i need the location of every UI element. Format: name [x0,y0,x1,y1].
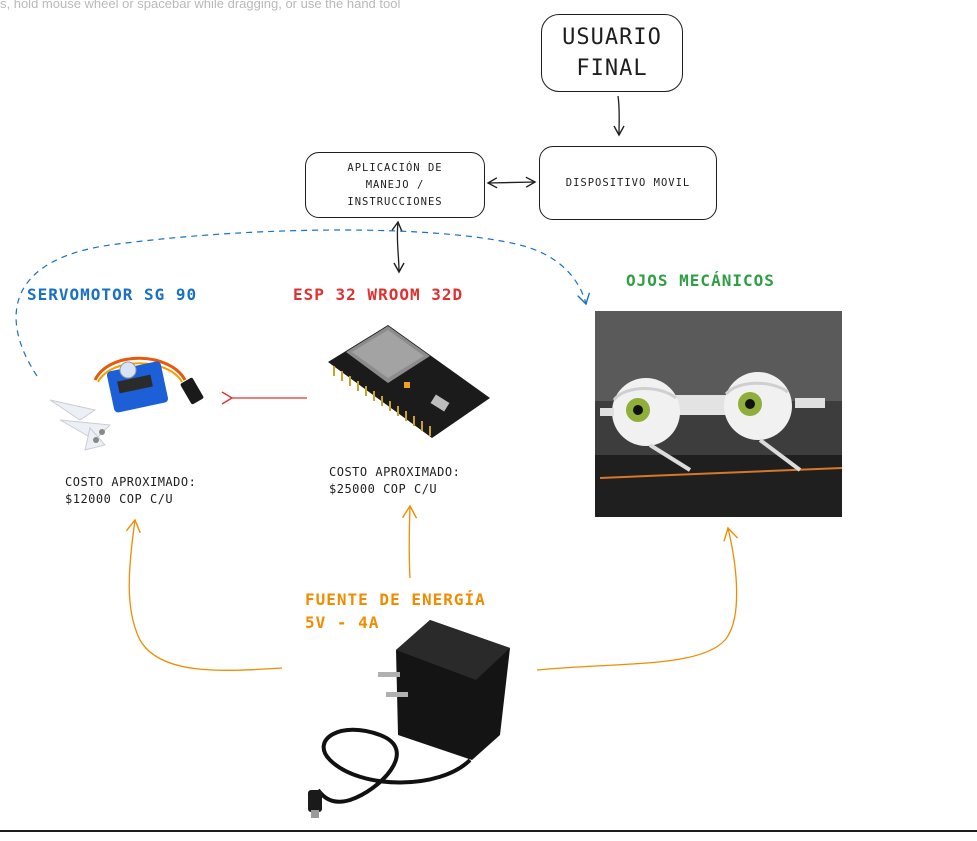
bottom-divider [0,830,977,832]
fuente-title-line2: 5V - 4A [305,613,380,632]
arrow-fuente-to-esp [401,504,418,579]
servo-title[interactable]: SERVOMOTOR SG 90 [27,285,198,304]
esp32-board-image [328,325,490,438]
esp-cost[interactable]: COSTO APROXIMADO: $25000 COP C/U [329,464,460,498]
servo-cost-line1: COSTO APROXIMADO: [65,475,197,489]
fuente-title-line1: FUENTE DE ENERGÍA [305,590,486,609]
arrow-usuario-to-dispositivo [613,95,625,137]
dashed-link-servo-ojos [15,229,591,377]
canvas-hint: s, hold mouse wheel or spacebar while dr… [0,0,401,11]
dispositivo-movil-box[interactable]: DISPOSITIVO MOVIL [539,146,717,220]
aplicacion-label: APLICACIÓN DE MANEJO / INSTRUCCIONES [347,161,443,208]
arrow-fuente-to-servo [125,518,283,671]
arrow-fuente-to-ojos [536,526,739,671]
servo-cost-line2: $12000 COP C/U [65,492,174,506]
arrow-app-dispositivo [486,176,537,189]
power-supply-image [308,620,510,818]
dispositivo-movil-label: DISPOSITIVO MOVIL [565,177,691,189]
servo-cost[interactable]: COSTO APROXIMADO: $12000 COP C/U [65,474,196,508]
esp-cost-line1: COSTO APROXIMADO: [329,465,461,479]
arrow-app-esp [391,220,405,274]
servo-motor-image [49,356,204,451]
mechanical-eyes-image [595,311,843,517]
usuario-final-label: USUARIO FINAL [562,25,662,81]
esp-cost-line2: $25000 COP C/U [329,482,438,496]
aplicacion-box[interactable]: APLICACIÓN DE MANEJO / INSTRUCCIONES [305,152,485,218]
usuario-final-box[interactable]: USUARIO FINAL [541,14,683,92]
esp-title[interactable]: ESP 32 WROOM 32D [293,285,464,304]
ojos-title[interactable]: OJOS MECÁNICOS [626,271,775,290]
fuente-title[interactable]: FUENTE DE ENERGÍA 5V - 4A [305,588,486,634]
